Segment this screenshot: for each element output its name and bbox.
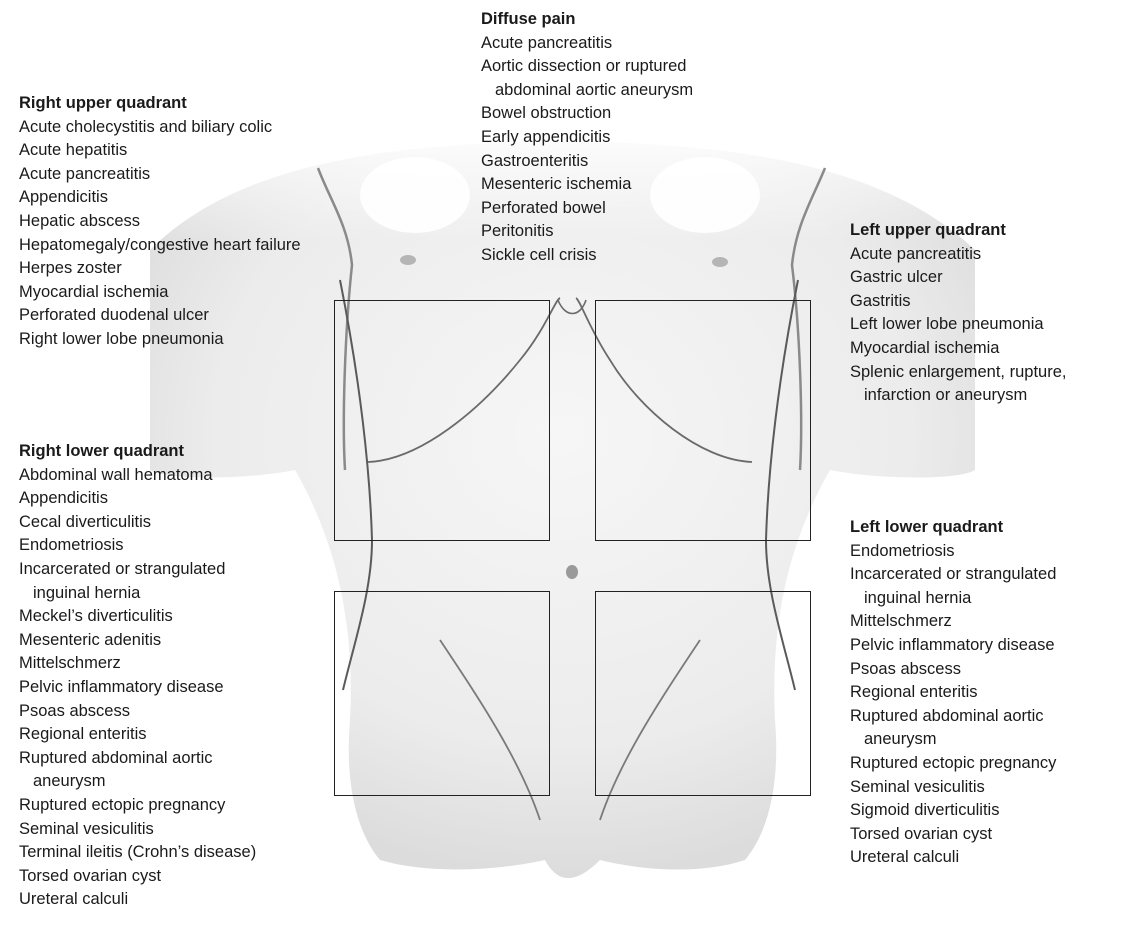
luq-box xyxy=(595,300,811,541)
list-item: Endometriosis xyxy=(19,534,256,558)
list-item: Myocardial ischemia xyxy=(19,281,301,305)
list-item: Myocardial ischemia xyxy=(850,337,1066,361)
list-item: Left lower lobe pneumonia xyxy=(850,313,1066,337)
list-item: Regional enteritis xyxy=(850,681,1056,705)
list-item: Gastritis xyxy=(850,290,1066,314)
list-item: inguinal hernia xyxy=(850,587,1056,611)
list-item: Gastroenteritis xyxy=(481,150,693,174)
list-item: aneurysm xyxy=(19,770,256,794)
ruq-heading: Right upper quadrant xyxy=(19,92,301,116)
list-item: Mesenteric adenitis xyxy=(19,629,256,653)
list-item: Acute pancreatitis xyxy=(850,243,1066,267)
list-item: Torsed ovarian cyst xyxy=(19,865,256,889)
list-item: Mittelschmerz xyxy=(19,652,256,676)
list-item: Ruptured ectopic pregnancy xyxy=(850,752,1056,776)
list-item: abdominal aortic aneurysm xyxy=(481,79,693,103)
llq-heading: Left lower quadrant xyxy=(850,516,1056,540)
list-item: Acute hepatitis xyxy=(19,139,301,163)
list-item: Appendicitis xyxy=(19,186,301,210)
shoulder-highlight-left xyxy=(360,157,470,233)
list-item: Incarcerated or strangulated xyxy=(850,563,1056,587)
list-item: Herpes zoster xyxy=(19,257,301,281)
list-item: Early appendicitis xyxy=(481,126,693,150)
list-item: Cecal diverticulitis xyxy=(19,511,256,535)
list-item: Hepatic abscess xyxy=(19,210,301,234)
list-item: Meckel’s diverticulitis xyxy=(19,605,256,629)
list-item: Pelvic inflammatory disease xyxy=(19,676,256,700)
list-item: Perforated bowel xyxy=(481,197,693,221)
list-item: Mesenteric ischemia xyxy=(481,173,693,197)
list-item: Incarcerated or strangulated xyxy=(19,558,256,582)
list-item: Regional enteritis xyxy=(19,723,256,747)
rlq-heading: Right lower quadrant xyxy=(19,440,256,464)
nipple-left xyxy=(712,257,728,267)
list-item: Ruptured abdominal aortic xyxy=(850,705,1056,729)
list-item: Sigmoid diverticulitis xyxy=(850,799,1056,823)
list-item: Seminal vesiculitis xyxy=(850,776,1056,800)
rlq-box xyxy=(334,591,550,796)
list-item: Right lower lobe pneumonia xyxy=(19,328,301,352)
list-item: Gastric ulcer xyxy=(850,266,1066,290)
list-item: Endometriosis xyxy=(850,540,1056,564)
diffuse-pain-heading: Diffuse pain xyxy=(481,8,693,32)
list-item: Hepatomegaly/congestive heart failure xyxy=(19,234,301,258)
diffuse-pain-list: Diffuse pain Acute pancreatitis Aortic d… xyxy=(481,8,693,268)
list-item: inguinal hernia xyxy=(19,582,256,606)
list-item: infarction or aneurysm xyxy=(850,384,1066,408)
list-item: Splenic enlargement, rupture, xyxy=(850,361,1066,385)
list-item: aneurysm xyxy=(850,728,1056,752)
list-item: Perforated duodenal ulcer xyxy=(19,304,301,328)
list-item: Psoas abscess xyxy=(850,658,1056,682)
ruq-list: Right upper quadrant Acute cholecystitis… xyxy=(19,92,301,352)
list-item: Ruptured abdominal aortic xyxy=(19,747,256,771)
luq-list: Left upper quadrant Acute pancreatitis G… xyxy=(850,219,1066,408)
list-item: Aortic dissection or ruptured xyxy=(481,55,693,79)
list-item: Acute cholecystitis and biliary colic xyxy=(19,116,301,140)
llq-list: Left lower quadrant Endometriosis Incarc… xyxy=(850,516,1056,870)
list-item: Appendicitis xyxy=(19,487,256,511)
list-item: Bowel obstruction xyxy=(481,102,693,126)
umbilicus xyxy=(566,565,578,579)
list-item: Peritonitis xyxy=(481,220,693,244)
list-item: Psoas abscess xyxy=(19,700,256,724)
list-item: Ureteral calculi xyxy=(19,888,256,912)
nipple-right xyxy=(400,255,416,265)
list-item: Ureteral calculi xyxy=(850,846,1056,870)
list-item: Sickle cell crisis xyxy=(481,244,693,268)
list-item: Seminal vesiculitis xyxy=(19,818,256,842)
ruq-box xyxy=(334,300,550,541)
llq-box xyxy=(595,591,811,796)
list-item: Ruptured ectopic pregnancy xyxy=(19,794,256,818)
rlq-list: Right lower quadrant Abdominal wall hema… xyxy=(19,440,256,912)
luq-heading: Left upper quadrant xyxy=(850,219,1066,243)
list-item: Torsed ovarian cyst xyxy=(850,823,1056,847)
list-item: Acute pancreatitis xyxy=(481,32,693,56)
list-item: Terminal ileitis (Crohn’s disease) xyxy=(19,841,256,865)
list-item: Abdominal wall hematoma xyxy=(19,464,256,488)
list-item: Mittelschmerz xyxy=(850,610,1056,634)
list-item: Pelvic inflammatory disease xyxy=(850,634,1056,658)
list-item: Acute pancreatitis xyxy=(19,163,301,187)
